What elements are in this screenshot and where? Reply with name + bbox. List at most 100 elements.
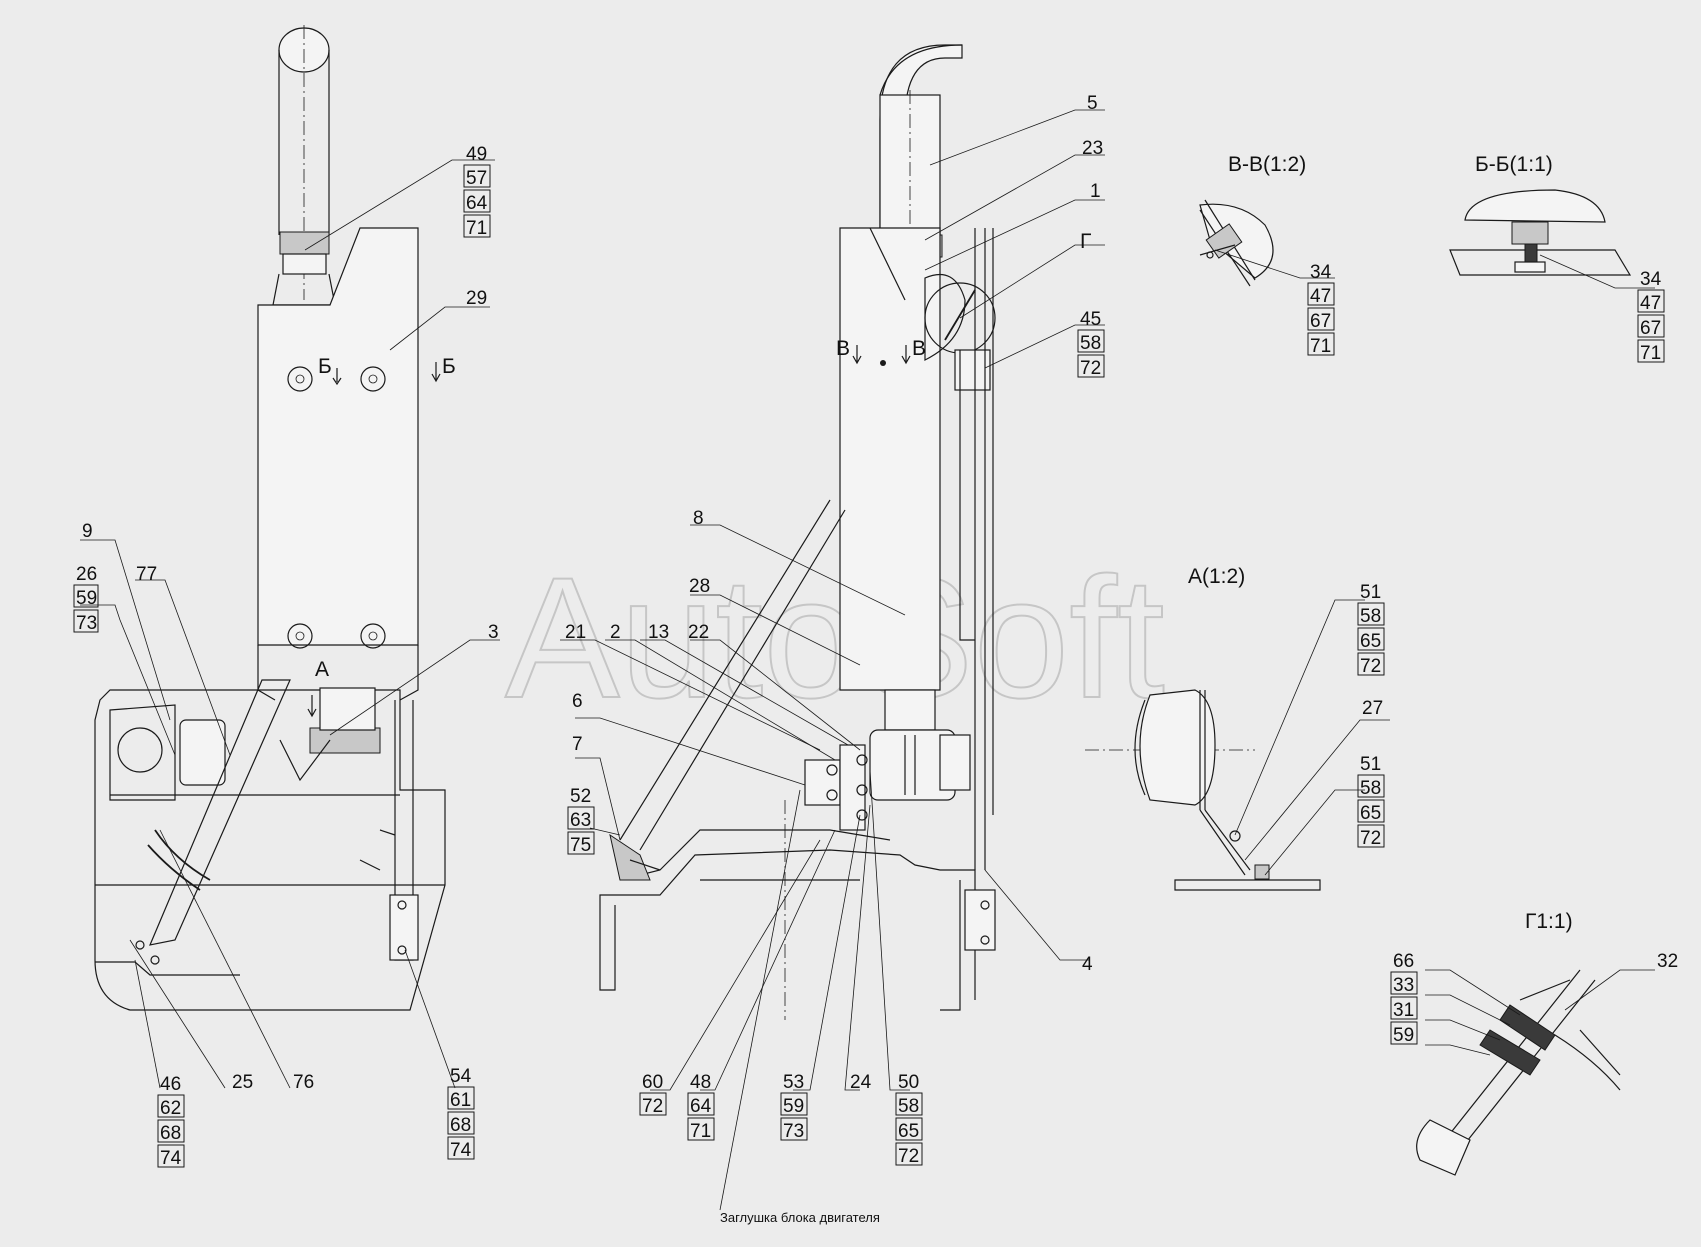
callout: 21 (565, 622, 586, 643)
callout: 74 (160, 1148, 182, 1169)
left-pipe (278, 50, 330, 235)
callout: 72 (898, 1146, 919, 1167)
detail-g (1416, 969, 1621, 1176)
detail-a (1134, 689, 1321, 891)
callout: 7 (572, 734, 583, 755)
callout: 72 (1080, 358, 1101, 379)
mark-v-right: В (912, 337, 926, 360)
callout: 67 (1640, 318, 1661, 339)
watermark: AutoSoft (505, 542, 1165, 734)
callout: 52 (570, 786, 591, 807)
callout: 49 (466, 144, 487, 165)
callout: 32 (1657, 951, 1678, 972)
view-markers: Б Б В В Г А В-В(1:2) Б-Б(1:1) А(1:2) Г1:… (307, 153, 1573, 1225)
section-bb (1449, 189, 1632, 276)
callout: 60 (642, 1072, 663, 1093)
callout: 27 (1362, 698, 1383, 719)
heat-shield-29 (257, 227, 419, 646)
callout: 50 (898, 1072, 919, 1093)
left-view (94, 25, 446, 1011)
section-vv (1199, 199, 1274, 287)
callout: 74 (450, 1140, 472, 1161)
callout: 34 (1640, 269, 1662, 290)
callout: 65 (1360, 803, 1381, 824)
callout: 48 (690, 1072, 711, 1093)
heat-shield-middle (839, 227, 941, 691)
title-detail-a: А(1:2) (1188, 565, 1245, 588)
flange-21 (804, 759, 841, 806)
callout: 47 (1640, 293, 1661, 314)
pipe-clamp-left (279, 231, 330, 255)
callout: 72 (642, 1096, 663, 1117)
callout: 59 (76, 588, 97, 609)
callout: 68 (450, 1115, 471, 1136)
callout: 33 (1393, 975, 1414, 996)
callout: 65 (1360, 631, 1381, 652)
callout: 34 (1310, 262, 1332, 283)
callout: 6 (572, 691, 583, 712)
callout: 8 (693, 508, 704, 529)
dipstick-tube-46 (149, 679, 291, 946)
callout: 53 (783, 1072, 804, 1093)
callout: 68 (160, 1123, 181, 1144)
callout: 25 (232, 1072, 253, 1093)
mark-b-left: Б (318, 355, 332, 378)
callout: 67 (1310, 311, 1331, 332)
callout: 64 (690, 1096, 712, 1117)
callout: 63 (570, 810, 591, 831)
callout: 65 (898, 1121, 919, 1142)
callout: 59 (1393, 1025, 1414, 1046)
leader-lines (80, 109, 1655, 1211)
callout: 51 (1360, 582, 1381, 603)
callout: 71 (690, 1121, 711, 1142)
title-section-bb: Б-Б(1:1) (1475, 153, 1553, 176)
callout: 59 (783, 1096, 804, 1117)
callout: 58 (1360, 606, 1381, 627)
callout: 1 (1090, 181, 1101, 202)
callout: 72 (1360, 656, 1381, 677)
callout: 3 (488, 622, 499, 643)
callout: 73 (76, 613, 97, 634)
callout: 22 (688, 622, 709, 643)
engine-block-plug-note: Заглушка блока двигателя (720, 1210, 880, 1225)
callout: 2 (610, 622, 621, 643)
callout: 66 (1393, 951, 1414, 972)
callout: 31 (1393, 1000, 1414, 1021)
callout: 71 (466, 218, 487, 239)
callout: 71 (1640, 343, 1661, 364)
callout: 58 (1080, 333, 1101, 354)
callout: 29 (466, 288, 487, 309)
callout: 46 (160, 1074, 181, 1095)
callout: 71 (1310, 336, 1331, 357)
callout: 58 (1360, 778, 1381, 799)
mark-a: А (315, 658, 329, 681)
callout: 75 (570, 835, 591, 856)
callout: 4 (1082, 954, 1093, 975)
callout: 57 (466, 168, 487, 189)
callouts: 49 57 64 71 29 9 26 59 73 77 3 46 62 68 … (73, 93, 1678, 1169)
mark-b-right: Б (442, 355, 456, 378)
title-section-vv: В-В(1:2) (1228, 153, 1306, 176)
callout: 51 (1360, 754, 1381, 775)
title-detail-g: Г1:1) (1525, 910, 1573, 933)
callout: 47 (1310, 286, 1331, 307)
callout: 13 (648, 622, 669, 643)
callout: 5 (1087, 93, 1098, 114)
mark-g: Г (1080, 230, 1091, 253)
callout: 23 (1082, 138, 1103, 159)
callout: 26 (76, 564, 97, 585)
callout: 64 (466, 193, 488, 214)
callout: 61 (450, 1090, 471, 1111)
callout: 73 (783, 1121, 804, 1142)
callout: 72 (1360, 828, 1381, 849)
callout: 45 (1080, 309, 1101, 330)
callout: 28 (689, 576, 710, 597)
frame-lower (599, 849, 976, 991)
callout: 76 (293, 1072, 314, 1093)
dipstick-6 (619, 499, 846, 851)
callout: 24 (850, 1072, 872, 1093)
callout: 77 (136, 564, 157, 585)
callout: 54 (450, 1066, 472, 1087)
middle-view (599, 44, 1255, 1020)
